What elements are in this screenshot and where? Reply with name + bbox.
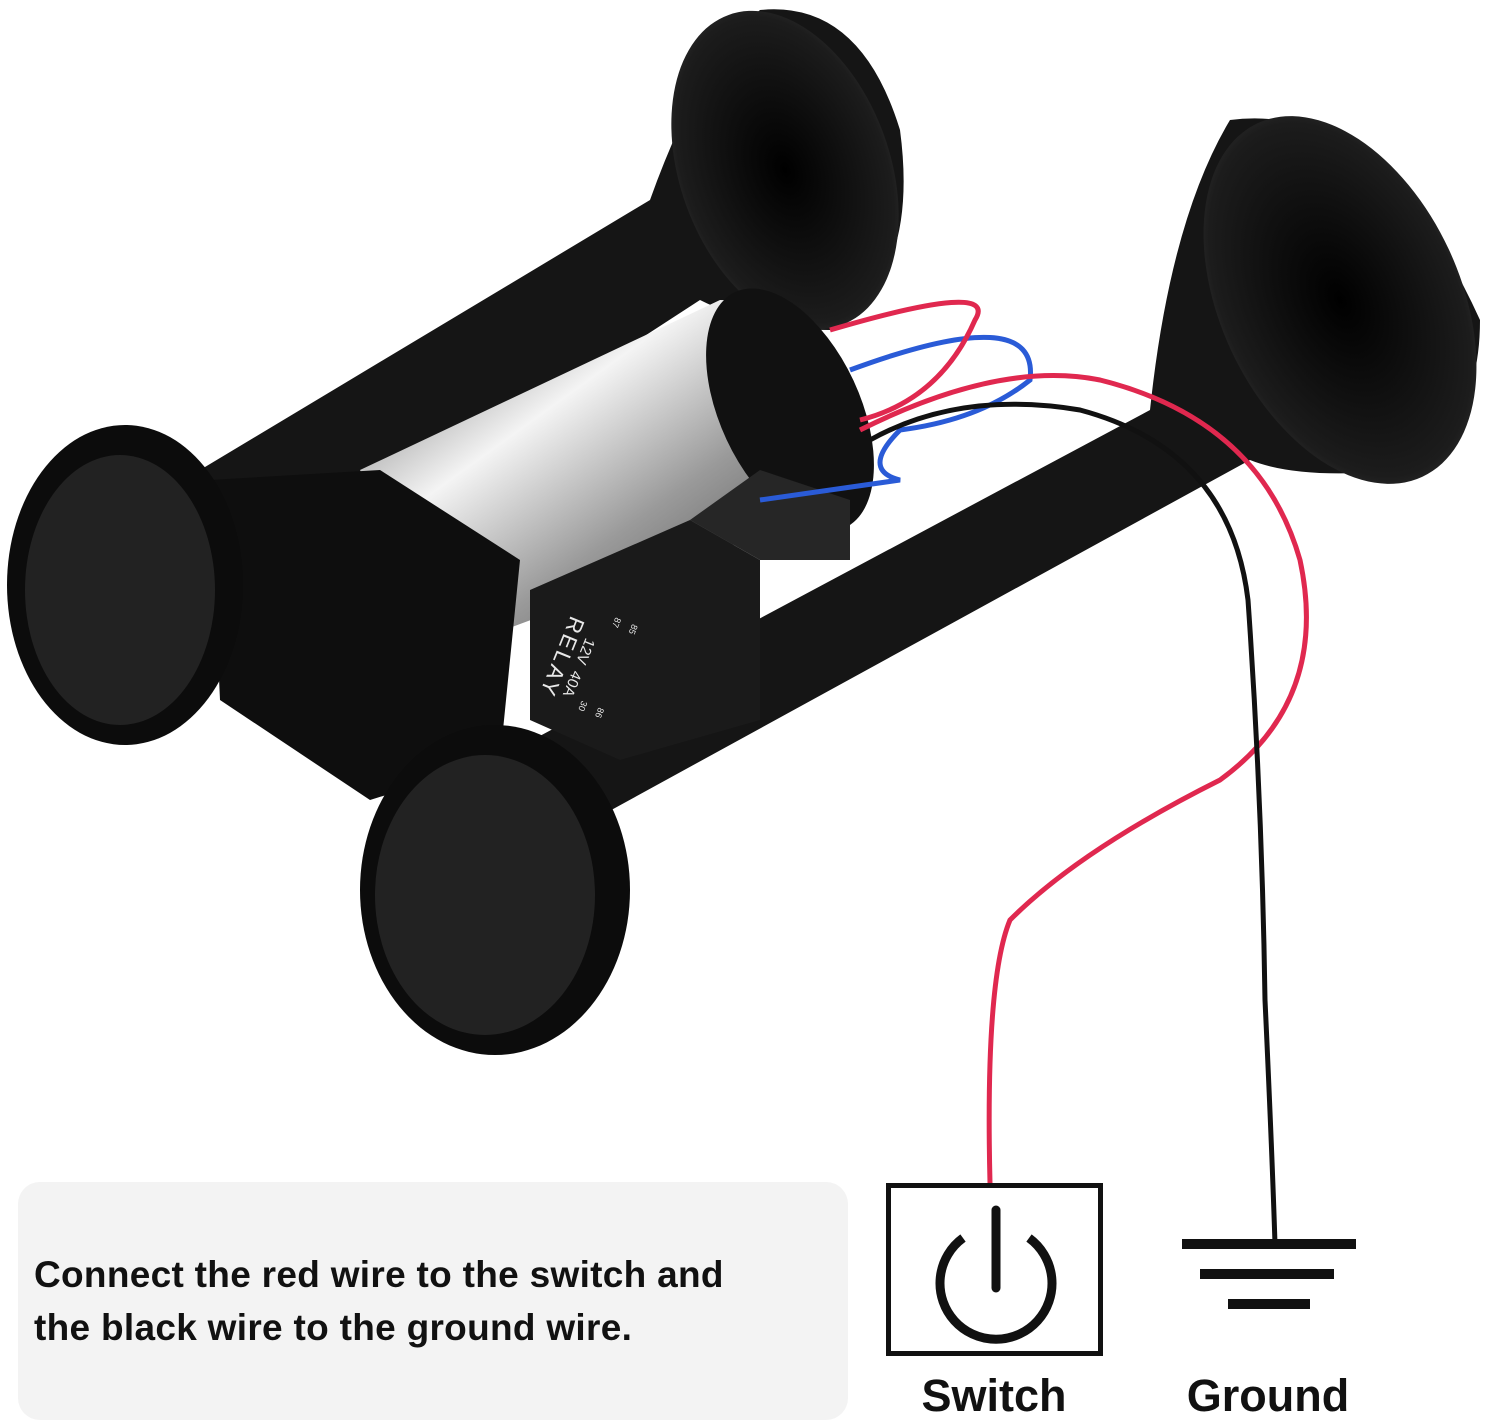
blue-wire (759, 334, 1033, 503)
red-wire-loop (829, 299, 981, 423)
instruction-text: Connect the red wire to the switch and t… (34, 1248, 724, 1354)
ground-label: Ground (1186, 1370, 1350, 1421)
black-wire-to-ground (868, 401, 1278, 1245)
instruction-line-1: Connect the red wire to the switch and (34, 1254, 724, 1295)
ground-icon (1182, 1239, 1356, 1309)
red-wire-to-switch (858, 373, 1309, 1184)
instruction-panel: Connect the red wire to the switch and t… (18, 1182, 848, 1420)
horn-back (200, 9, 904, 561)
instruction-line-2: the black wire to the ground wire. (34, 1307, 633, 1348)
relay-pin-85: 85 (627, 623, 640, 636)
relay: RELAY 12V 40A 85 86 87 30 (530, 470, 850, 760)
switch-label: Switch (921, 1370, 1067, 1421)
relay-pin-87: 87 (610, 616, 623, 629)
switch-symbol-box (886, 1183, 1103, 1356)
power-icon (935, 1205, 1057, 1344)
diaphragm-cap-right (360, 725, 630, 1055)
compressor-motor (210, 288, 874, 800)
relay-pin-30: 30 (576, 700, 589, 713)
relay-pin-86: 86 (593, 706, 606, 719)
diaphragm-cap-left (7, 425, 243, 745)
